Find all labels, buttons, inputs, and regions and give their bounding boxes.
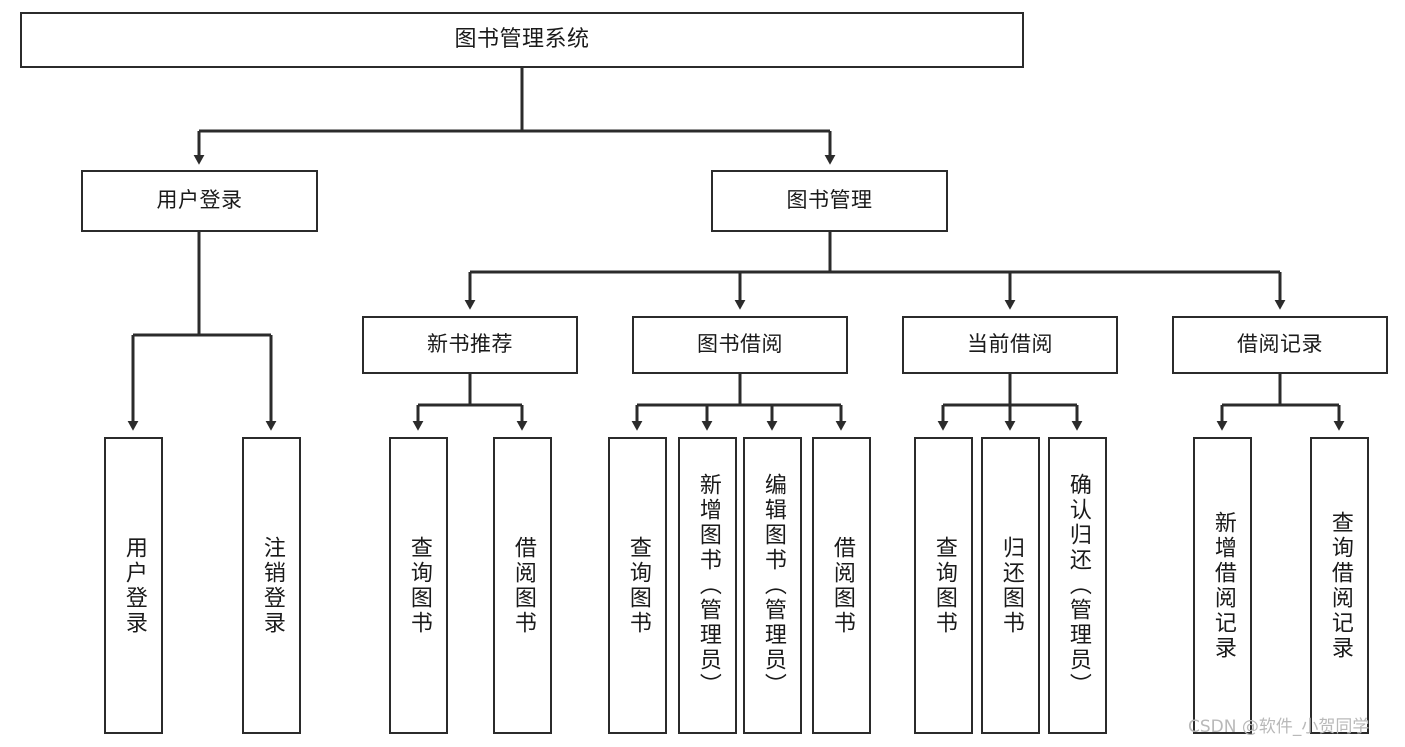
- node-label: 新增图书（管理员）: [695, 473, 721, 698]
- node-label: 归还图书: [998, 535, 1024, 636]
- leaf-current-borrow-confirm-return-admin[interactable]: 确认归还（管理员）: [1048, 437, 1107, 734]
- node-label: 注销登录: [259, 535, 285, 636]
- leaf-borrow-record-add-record[interactable]: 新增借阅记录: [1193, 437, 1252, 734]
- node-label: 查询图书: [406, 535, 432, 636]
- node-label: 编辑图书（管理员）: [760, 473, 786, 698]
- node-label: 当前借阅: [967, 332, 1053, 357]
- node-book-management[interactable]: 图书管理: [711, 170, 948, 232]
- leaf-book-borrow-add-book-admin[interactable]: 新增图书（管理员）: [678, 437, 737, 734]
- node-label: 新书推荐: [427, 332, 513, 357]
- node-new-book-recommend[interactable]: 新书推荐: [362, 316, 578, 374]
- node-label: 借阅记录: [1237, 332, 1323, 357]
- node-label: 查询图书: [931, 535, 957, 636]
- node-label: 图书借阅: [697, 332, 783, 357]
- leaf-book-borrow-borrow-book[interactable]: 借阅图书: [812, 437, 871, 734]
- leaf-current-borrow-query-book[interactable]: 查询图书: [914, 437, 973, 734]
- node-label: 用户登录: [156, 188, 243, 213]
- node-current-borrow[interactable]: 当前借阅: [902, 316, 1118, 374]
- leaf-borrow-record-query-record[interactable]: 查询借阅记录: [1310, 437, 1369, 734]
- node-book-borrow[interactable]: 图书借阅: [632, 316, 848, 374]
- leaf-new-book-borrow-book[interactable]: 借阅图书: [493, 437, 552, 734]
- leaf-book-borrow-edit-book-admin[interactable]: 编辑图书（管理员）: [743, 437, 802, 734]
- node-label: 用户登录: [121, 535, 147, 636]
- leaf-current-borrow-return-book[interactable]: 归还图书: [981, 437, 1040, 734]
- node-borrow-record[interactable]: 借阅记录: [1172, 316, 1388, 374]
- node-label: 借阅图书: [829, 535, 855, 636]
- node-label: 查询借阅记录: [1327, 510, 1353, 661]
- node-label: 图书管理系统: [454, 26, 590, 52]
- node-label: 查询图书: [625, 535, 651, 636]
- node-label: 新增借阅记录: [1210, 510, 1236, 661]
- csdn-watermark: CSDN @软件_小贺同学: [1188, 717, 1370, 737]
- leaf-new-book-query-book[interactable]: 查询图书: [389, 437, 448, 734]
- node-label: 借阅图书: [510, 535, 536, 636]
- node-label: 图书管理: [786, 188, 873, 213]
- node-user-login[interactable]: 用户登录: [81, 170, 318, 232]
- node-label: 确认归还（管理员）: [1065, 473, 1091, 698]
- leaf-book-borrow-query-book[interactable]: 查询图书: [608, 437, 667, 734]
- leaf-user-login-login[interactable]: 用户登录: [104, 437, 163, 734]
- leaf-user-login-logout[interactable]: 注销登录: [242, 437, 301, 734]
- node-root-book-management-system[interactable]: 图书管理系统: [20, 12, 1024, 68]
